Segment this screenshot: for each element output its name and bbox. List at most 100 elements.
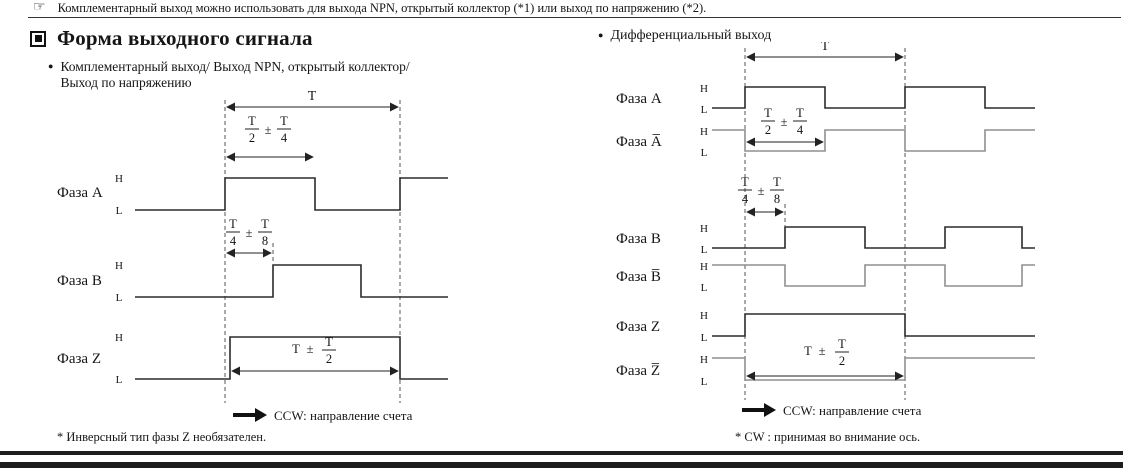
fraction-denominator: 8 <box>774 192 780 206</box>
left-subtitle-line2: Выход по напряжению <box>60 75 192 90</box>
phase-z-bar-waveform <box>712 357 1035 381</box>
horizontal-rule <box>28 17 1121 18</box>
low-level-label: L <box>116 374 123 386</box>
right-footnote: * CW : принимая во внимание ось. <box>735 430 921 444</box>
period-label: T <box>821 42 830 53</box>
phase-a-row: Фаза A H L <box>616 83 1035 116</box>
phase-b-bar-label: Фаза B̅ <box>616 269 661 285</box>
phase-a-row: Фаза A H L <box>57 173 448 217</box>
phase-a-waveform <box>712 86 1035 109</box>
phase-z-bar-row: Фаза Z̅ H L <box>616 354 1035 388</box>
high-level-label: H <box>700 261 708 273</box>
fraction-numerator: T <box>261 217 269 231</box>
fraction-denominator: 2 <box>765 123 771 137</box>
phase-z-row: Фаза Z H L <box>57 332 448 386</box>
high-level-label: H <box>700 223 708 235</box>
fraction-denominator: 4 <box>797 123 804 137</box>
low-level-label: L <box>116 292 123 304</box>
fraction-t4-pm-t8: T 4 ± T 8 <box>226 217 274 264</box>
plus-minus: ± <box>781 115 788 129</box>
right-subtitle-text: Дифференциальный выход <box>610 28 772 43</box>
top-note-text: Комплементарный выход можно использовать… <box>57 1 707 15</box>
low-level-label: L <box>701 332 708 344</box>
fraction-numerator: T <box>764 106 772 120</box>
low-level-label: L <box>701 244 708 256</box>
ccw-label: CCW: направление счета <box>274 408 413 423</box>
fraction-t2-pm-t4: T 2 ± T 4 <box>226 114 314 162</box>
phase-z-waveform <box>712 313 1035 337</box>
bullet-icon: ● <box>598 30 604 40</box>
phase-b-bar-row: Фаза B̅ H L <box>616 261 1035 294</box>
fraction-numerator: T <box>796 106 804 120</box>
high-level-label: H <box>700 354 708 366</box>
phase-z-bar-label: Фаза Z̅ <box>616 363 660 379</box>
footer-rule-bottom <box>0 462 1123 468</box>
fraction-denominator: 2 <box>249 131 255 145</box>
fraction-numerator: T <box>325 335 333 349</box>
fraction-numerator: T <box>280 114 288 128</box>
period-dimension: T <box>226 88 399 112</box>
left-subtitle-text: Комплементарный выход/ Выход NPN, открыт… <box>60 59 409 91</box>
phase-a-bar-row: Фаза A̅ H L <box>616 126 1035 159</box>
pointing-hand-icon: ☞ <box>33 0 46 15</box>
phase-b-row: Фаза B H L <box>616 223 1035 256</box>
fraction-numerator: T <box>838 337 846 351</box>
ccw-arrow-icon <box>742 403 776 417</box>
plus-minus: ± <box>265 123 272 137</box>
t-symbol: T <box>292 342 300 356</box>
high-level-label: H <box>115 173 123 185</box>
phase-b-label: Фаза B <box>57 273 102 289</box>
fraction-numerator: T <box>773 175 781 189</box>
left-subtitle-line1: Комплементарный выход/ Выход NPN, открыт… <box>60 59 410 74</box>
phase-b-label: Фаза B <box>616 231 661 247</box>
phase-z-row: Фаза Z H L <box>616 310 1035 344</box>
low-level-label: L <box>701 282 708 294</box>
fraction-t4-pm-t8: T 4 ± T 8 <box>738 175 786 226</box>
fraction-t2-pm-t4: T 2 ± T 4 <box>746 106 824 147</box>
bullet-icon: ● <box>48 61 54 71</box>
period-label: T <box>308 88 317 103</box>
right-subtitle: ● Дифференциальный выход <box>598 28 771 44</box>
phase-a-label: Фаза A <box>616 91 662 107</box>
right-timing-diagram: T Фаза A H L T 2 ± T 4 Фаза A̅ H L T <box>616 42 1035 418</box>
fraction-denominator: 8 <box>262 234 268 248</box>
section-title: Форма выходного сигнала <box>57 26 313 50</box>
section-heading: Форма выходного сигнала <box>30 26 313 51</box>
top-note: ☞ Комплементарный выход можно использова… <box>33 1 706 16</box>
phase-b-bar-waveform <box>712 264 1035 287</box>
left-timing-diagram: T T 2 ± T 4 Фаза A H L T 4 ± T 8 <box>57 88 448 423</box>
left-footnote: * Инверсный тип фазы Z необязателен. <box>57 430 267 444</box>
phase-b-waveform <box>135 264 448 298</box>
high-level-label: H <box>700 126 708 138</box>
fraction-denominator: 2 <box>326 352 332 366</box>
left-subtitle: ● Комплементарный выход/ Выход NPN, откр… <box>48 59 410 91</box>
annotation-t-pm-t2: T ± T 2 <box>746 337 904 381</box>
fraction-denominator: 4 <box>281 131 288 145</box>
phase-b-waveform <box>712 226 1035 249</box>
plus-minus: ± <box>758 184 765 198</box>
annotation-t-pm-t2: T ± T 2 <box>231 335 399 376</box>
fraction-numerator: T <box>229 217 237 231</box>
footer-rule-top <box>0 451 1123 455</box>
fraction-numerator: T <box>248 114 256 128</box>
phase-b-row: Фаза B H L <box>57 260 448 304</box>
low-level-label: L <box>116 205 123 217</box>
plus-minus: ± <box>307 342 314 356</box>
low-level-label: L <box>701 147 708 159</box>
square-inner <box>34 35 42 42</box>
ccw-arrow-icon <box>233 408 267 422</box>
phase-z-waveform <box>135 336 448 380</box>
ccw-note: CCW: направление счета <box>742 403 922 418</box>
plus-minus: ± <box>819 344 826 358</box>
t-symbol: T <box>804 344 812 358</box>
low-level-label: L <box>701 376 708 388</box>
phase-a-bar-waveform <box>712 129 1035 152</box>
low-level-label: L <box>701 104 708 116</box>
period-dimension: T <box>746 42 904 62</box>
phase-z-label: Фаза Z <box>616 319 660 335</box>
plus-minus: ± <box>246 226 253 240</box>
ccw-note: CCW: направление счета <box>233 408 413 423</box>
high-level-label: H <box>115 332 123 344</box>
phase-a-bar-label: Фаза A̅ <box>616 134 662 150</box>
